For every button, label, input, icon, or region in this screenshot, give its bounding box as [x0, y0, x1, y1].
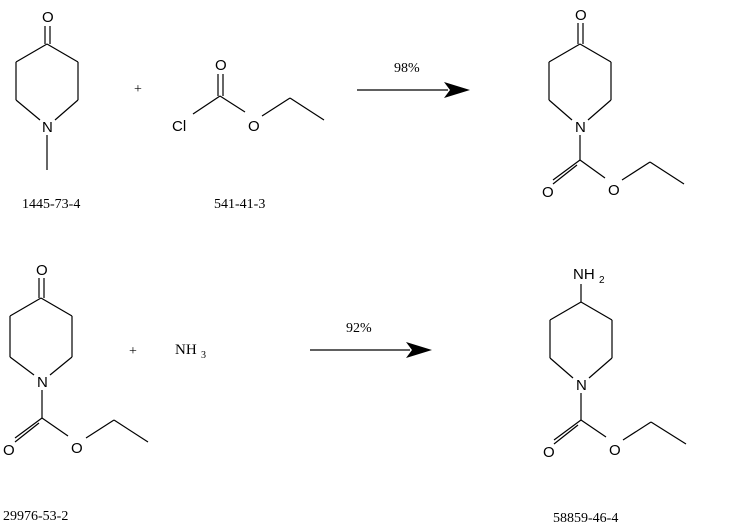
plus-sign-1: + [134, 82, 142, 97]
atom-oxygen-carbonyl: O [543, 444, 555, 461]
yield-label-1: 98% [394, 61, 420, 76]
yield-label-2: 92% [346, 321, 372, 336]
cas-label-reactant2: 541-41-3 [214, 197, 265, 212]
reagent-main: NH [175, 342, 197, 358]
atom-nitrogen: N [575, 119, 586, 136]
atom-oxygen-ester: O [248, 118, 260, 135]
plus-sign-2: + [129, 344, 137, 359]
reagent-subscript: 3 [201, 350, 206, 361]
cas-label-product: 58859-46-4 [553, 511, 618, 526]
atom-oxygen-ketone: O [36, 262, 48, 279]
molecule-ethyl-chloroformate: O Cl O [172, 57, 325, 135]
atom-nitrogen: N [37, 374, 48, 391]
molecule-reactant-2-1: O N O O [3, 262, 149, 459]
atom-oxygen-carbonyl: O [215, 57, 227, 74]
reagent-ammonia: NH 3 [175, 342, 206, 361]
cas-label-reactant1: 1445-73-4 [22, 197, 80, 212]
molecule-1-methyl-4-piperidone: O N [15, 9, 79, 170]
molecule-product-2: NH 2 N O O [543, 266, 687, 461]
atom-chlorine: Cl [172, 118, 186, 135]
molecule-product-1: O N O O [542, 7, 685, 201]
reaction-arrow-2 [310, 342, 432, 358]
atom-oxygen-carbonyl: O [542, 184, 554, 201]
cas-label-reactant1: 29976-53-2 [3, 509, 68, 524]
atom-amine-subscript: 2 [599, 275, 605, 286]
atom-oxygen-ester: O [609, 442, 621, 459]
atom-oxygen-ester: O [608, 182, 620, 199]
atom-nitrogen: N [576, 377, 587, 394]
atom-oxygen-ester: O [71, 440, 83, 457]
atom-oxygen-ketone: O [575, 7, 587, 24]
atom-oxygen-carbonyl: O [3, 442, 15, 459]
reaction-arrow-1 [357, 82, 470, 98]
atom-amine: NH [573, 266, 595, 283]
atom-nitrogen: N [42, 119, 53, 136]
atom-oxygen: O [42, 9, 54, 26]
